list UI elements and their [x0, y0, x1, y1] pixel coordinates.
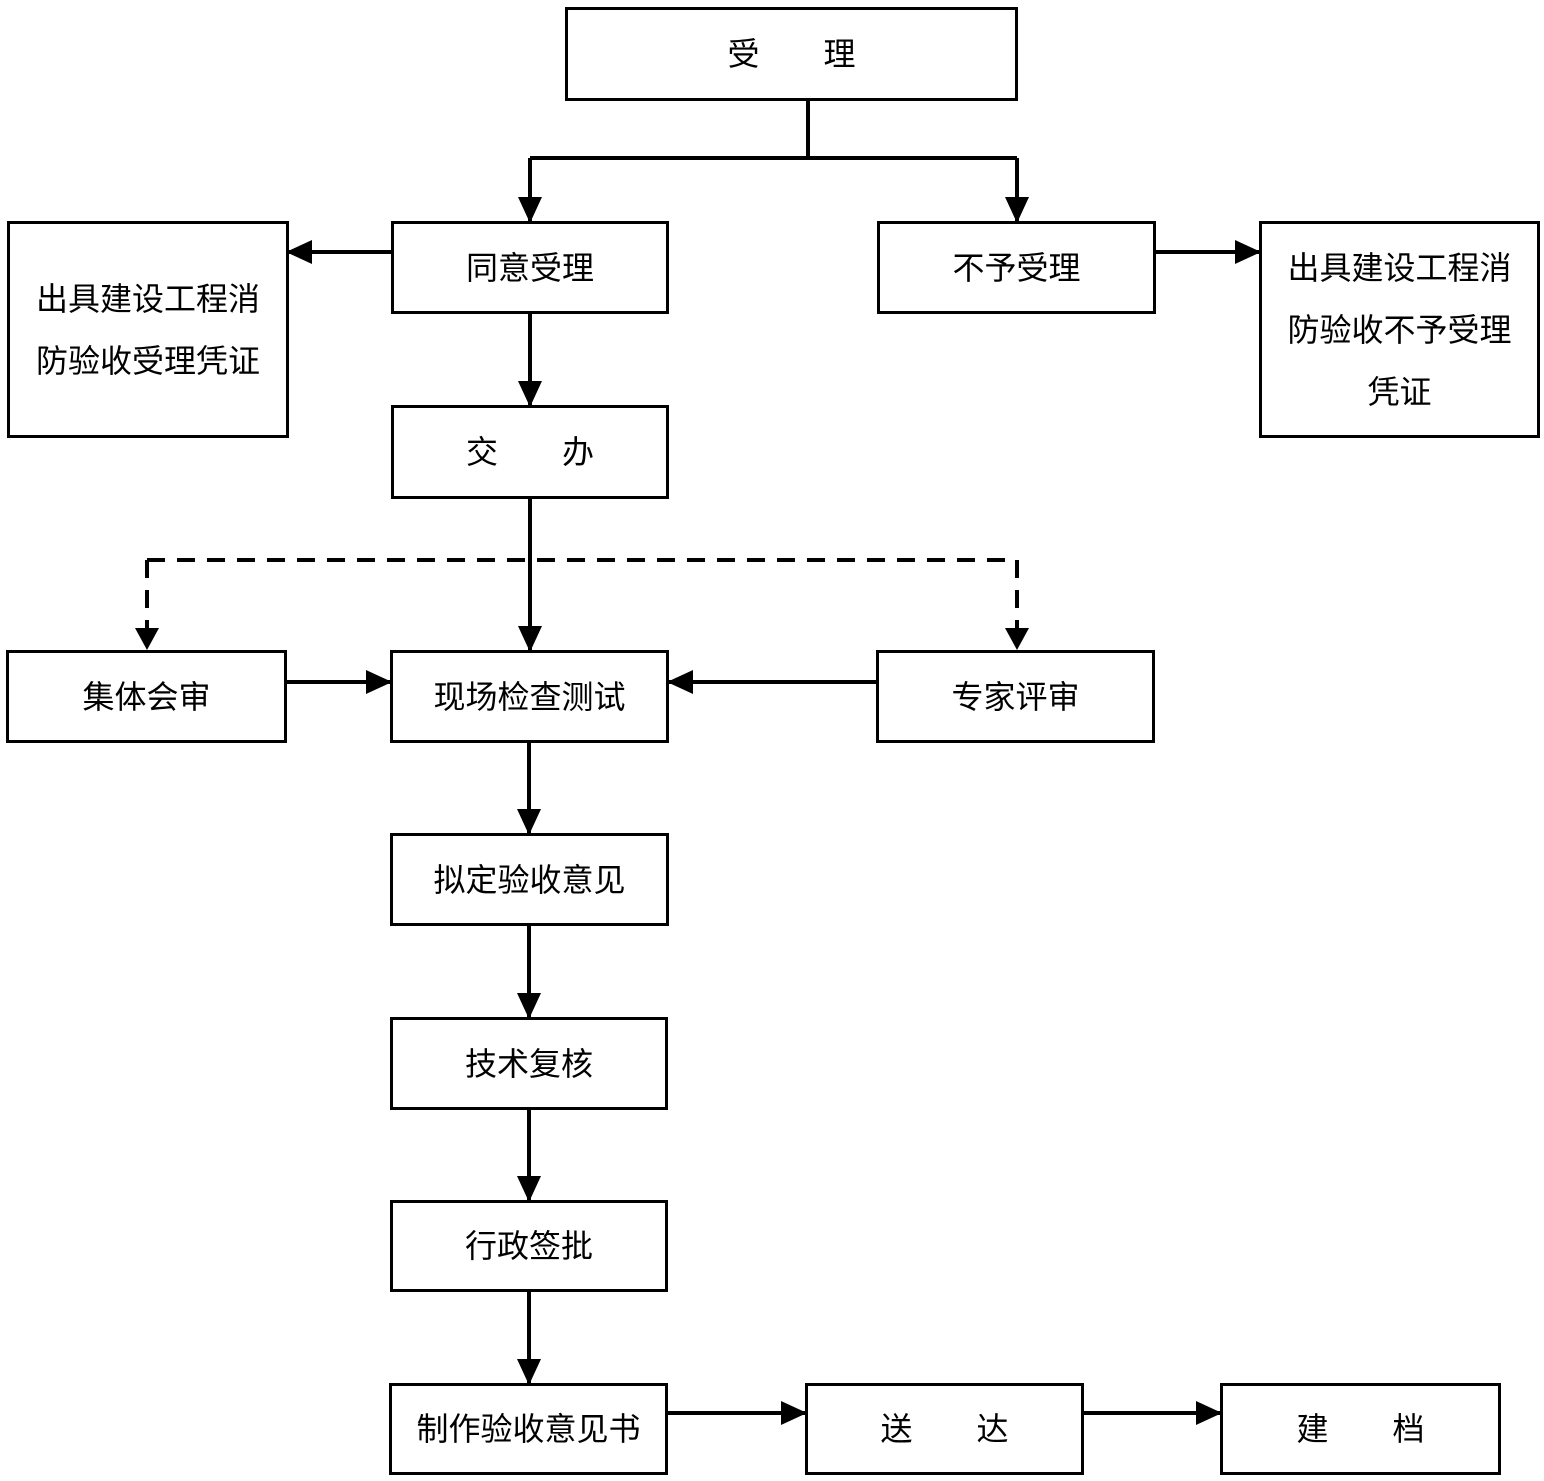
node-draft-opinion: 拟定验收意见	[390, 833, 669, 926]
node-admin-approval: 行政签批	[390, 1200, 668, 1292]
node-accept: 受 理	[565, 7, 1018, 101]
node-expert-review: 专家评审	[876, 650, 1155, 743]
node-tech-review: 技术复核	[390, 1017, 668, 1110]
arrowhead-collective	[135, 628, 159, 650]
node-assign: 交 办	[391, 405, 669, 499]
node-collective-review: 集体会审	[6, 650, 287, 743]
node-reject: 不予受理	[877, 221, 1156, 314]
node-reject-label: 不予受理	[952, 248, 1081, 287]
node-draft-opinion-label: 拟定验收意见	[433, 860, 626, 899]
arrowhead-expert	[1005, 628, 1029, 650]
node-onsite-test: 现场检查测试	[390, 650, 669, 743]
node-collective-review-label: 集体会审	[82, 677, 211, 716]
node-cert-reject-label: 出具建设工程消防验收不予受理凭证	[1287, 248, 1512, 411]
node-make-document-label: 制作验收意见书	[416, 1410, 641, 1448]
node-agree: 同意受理	[391, 221, 669, 314]
node-expert-review-label: 专家评审	[951, 677, 1080, 716]
node-archive: 建 档	[1220, 1383, 1501, 1475]
node-cert-accept: 出具建设工程消防验收受理凭证	[7, 221, 289, 438]
node-tech-review-label: 技术复核	[464, 1044, 593, 1083]
node-assign-label: 交 办	[465, 433, 594, 471]
node-deliver: 送 达	[805, 1383, 1084, 1475]
node-archive-label: 建 档	[1296, 1410, 1425, 1448]
node-onsite-test-label: 现场检查测试	[433, 677, 626, 716]
node-make-document: 制作验收意见书	[389, 1383, 668, 1475]
node-agree-label: 同意受理	[465, 248, 594, 287]
node-deliver-label: 送 达	[880, 1410, 1009, 1448]
node-cert-accept-label: 出具建设工程消防验收受理凭证	[35, 279, 260, 380]
node-accept-label: 受 理	[727, 35, 856, 73]
node-cert-reject: 出具建设工程消防验收不予受理凭证	[1259, 221, 1540, 438]
node-admin-approval-label: 行政签批	[464, 1227, 593, 1265]
